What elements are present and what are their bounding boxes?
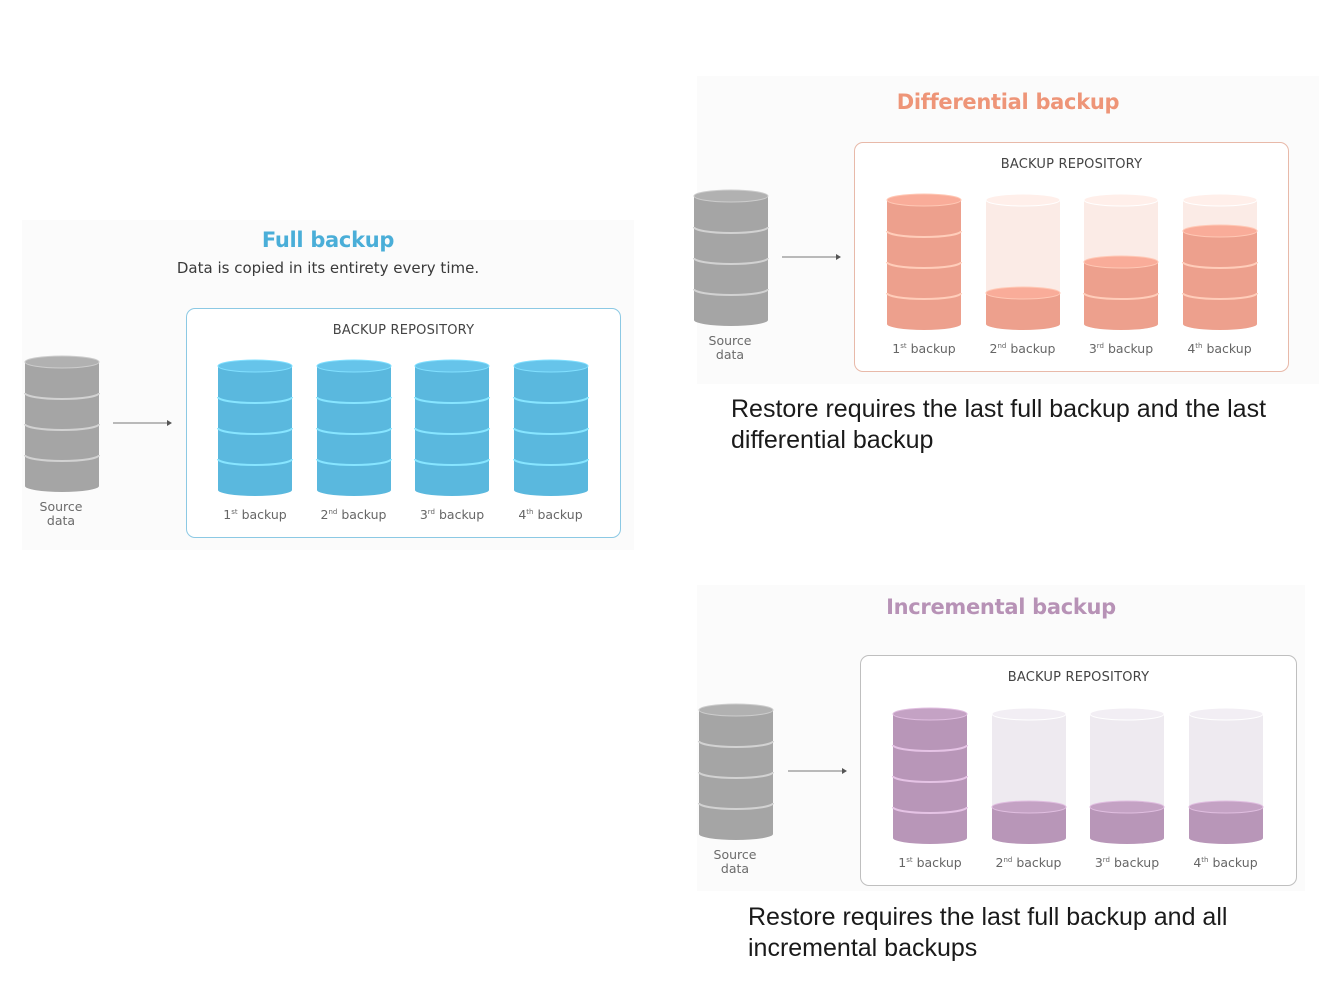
- full-backup-4-label: 4th backup: [518, 507, 583, 523]
- differential-backup-3-label: 3rd backup: [1088, 341, 1154, 357]
- differential-backup-3-database-icon: [1083, 193, 1159, 330]
- differential-repository-label: BACKUP REPOSITORY: [1000, 157, 1143, 172]
- incremental-backup-1-database-icon: [892, 707, 968, 844]
- incremental-source-database-icon: [698, 703, 774, 840]
- full-backup-2-database-icon: [315, 359, 392, 496]
- differential-source-database-icon: [693, 189, 769, 326]
- differential-backup-4-label: 4th backup: [1187, 341, 1252, 357]
- full-arrow-icon: [113, 420, 172, 426]
- full-backup-1-label: 1st backup: [223, 507, 287, 523]
- full-backup-2-label: 2nd backup: [320, 507, 387, 523]
- differential-backup-title: Differential backup: [896, 90, 1120, 114]
- full-backup-1-database-icon: [217, 359, 293, 496]
- incremental-backup-2-database-icon: [991, 707, 1066, 844]
- full-source-database-icon: [24, 355, 100, 492]
- full-repository-label: BACKUP REPOSITORY: [332, 323, 475, 338]
- incremental-backup-1-label: 1st backup: [898, 855, 962, 871]
- incremental-backup-title: Incremental backup: [886, 595, 1116, 619]
- differential-backup-1-label: 1st backup: [892, 341, 956, 357]
- differential-backup-1-database-icon: [886, 193, 962, 330]
- incremental-repository-label: BACKUP REPOSITORY: [1007, 670, 1150, 685]
- differential-backup-2-label: 2nd backup: [989, 341, 1056, 357]
- differential-arrow-icon: [782, 254, 841, 260]
- full-backup-4-database-icon: [512, 359, 589, 496]
- incremental-arrow-icon: [788, 768, 847, 774]
- differential-backup-2-database-icon: [985, 193, 1060, 330]
- full-backup-3-database-icon: [414, 359, 490, 496]
- incremental-caption: Restore requires the last full backup an…: [748, 903, 1228, 962]
- differential-caption: Restore requires the last full backup an…: [731, 395, 1267, 454]
- incremental-backup-3-label: 3rd backup: [1094, 855, 1160, 871]
- differential-backup-4-database-icon: [1181, 193, 1258, 330]
- incremental-backup-3-database-icon: [1089, 707, 1165, 844]
- full-backup-subtitle: Data is copied in its entirety every tim…: [176, 259, 480, 277]
- incremental-backup-4-label: 4th backup: [1193, 855, 1258, 871]
- full-backup-3-label: 3rd backup: [419, 507, 485, 523]
- full-backup-title: Full backup: [261, 228, 395, 252]
- incremental-backup-4-database-icon: [1188, 707, 1263, 844]
- incremental-backup-2-label: 2nd backup: [995, 855, 1062, 871]
